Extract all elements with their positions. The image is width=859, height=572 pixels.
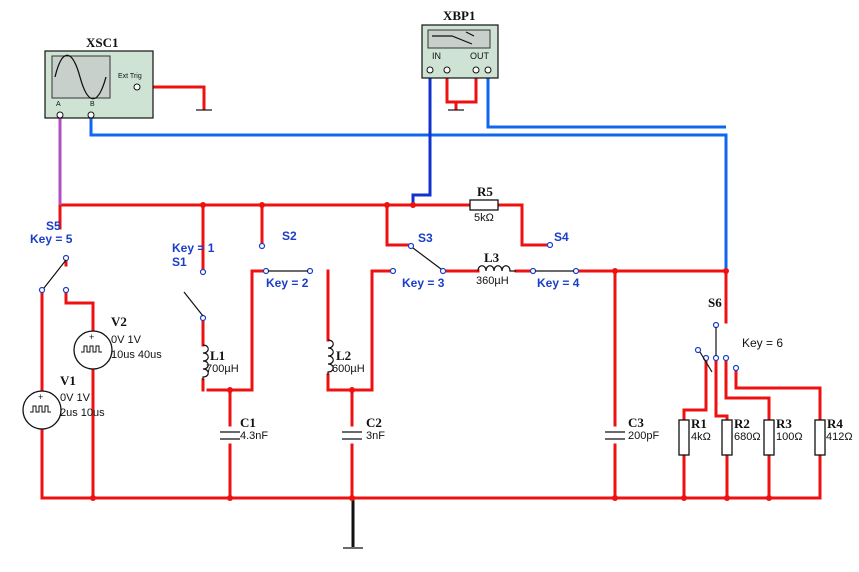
- switch-s2[interactable]: [258, 242, 314, 275]
- r1-name: R1: [691, 416, 707, 431]
- pulse-wave-icon: [81, 345, 102, 353]
- r4-name: R4: [827, 416, 843, 431]
- channel-b-label: B: [90, 101, 95, 108]
- junction-dots: [90, 202, 772, 501]
- bode-in-minus-terminal[interactable]: [443, 66, 451, 74]
- pulse-wave-icon: [30, 405, 51, 413]
- oscilloscope-name: XSC1: [86, 35, 119, 50]
- capacitor-c2[interactable]: [342, 431, 362, 440]
- v1-name: V1: [60, 373, 76, 388]
- c2-value: 3nF: [366, 430, 385, 442]
- ext-trig-terminal[interactable]: [133, 83, 141, 91]
- bode-curve-icon: [432, 31, 475, 45]
- c3-value: 200pF: [628, 430, 659, 442]
- c3-name: C3: [628, 415, 644, 430]
- s4-key: Key = 4: [537, 276, 580, 290]
- s4-name: S4: [554, 230, 569, 244]
- bode-in-plus-terminal[interactable]: [426, 66, 434, 74]
- s2-name: S2: [282, 229, 297, 243]
- capacitor-c3[interactable]: [605, 431, 625, 440]
- c1-name: C1: [240, 415, 256, 430]
- channel-b-terminal[interactable]: [87, 111, 95, 119]
- svg-text:+: +: [89, 332, 94, 342]
- r5-name: R5: [477, 184, 493, 199]
- l1-value: 700µH: [206, 363, 239, 375]
- s2-key: Key = 2: [266, 276, 309, 290]
- l2-name: L2: [336, 348, 351, 363]
- s6-name: S6: [708, 295, 722, 310]
- probe-wires: [58, 78, 728, 271]
- r5-value: 5kΩ: [474, 212, 494, 224]
- ext-trig-label: Ext Trig: [118, 73, 142, 80]
- channel-a-terminal[interactable]: [56, 111, 64, 119]
- r2-name: R2: [734, 416, 750, 431]
- bode-plotter-name: XBP1: [443, 8, 476, 23]
- s1-name: S1: [172, 255, 187, 269]
- switch-s3[interactable]: [389, 242, 447, 275]
- switch-s6[interactable]: [694, 321, 740, 373]
- inductor-l1[interactable]: [202, 344, 209, 380]
- switch-s1[interactable]: [183, 268, 207, 322]
- s1-key: Key = 1: [172, 241, 215, 255]
- s6-key: Key = 6: [742, 336, 783, 350]
- l3-name: L3: [484, 250, 500, 265]
- oscilloscope-xsc1[interactable]: Ext Trig A B: [44, 50, 154, 119]
- bode-plotter-xbp1[interactable]: IN OUT: [421, 24, 499, 79]
- capacitor-c1[interactable]: [220, 431, 240, 440]
- r1-value: 4kΩ: [691, 431, 711, 443]
- s3-key: Key = 3: [402, 276, 445, 290]
- s5-name: S5: [46, 219, 61, 233]
- pulse-source-v1[interactable]: +: [22, 390, 62, 430]
- l2-value: 600µH: [332, 363, 365, 375]
- bode-out-label: OUT: [470, 51, 490, 61]
- c1-value: 4.3nF: [240, 430, 268, 442]
- resistor-r3[interactable]: [763, 419, 775, 456]
- l3-value: 360µH: [476, 275, 509, 287]
- ground-symbol: [196, 109, 464, 549]
- v2-timing: 10us 40us: [111, 349, 162, 361]
- bode-out-minus-terminal[interactable]: [484, 66, 492, 74]
- pulse-source-v2[interactable]: +: [73, 330, 113, 370]
- bode-out-plus-terminal[interactable]: [472, 66, 480, 74]
- v2-levels: 0V 1V: [111, 334, 142, 346]
- resistor-r2[interactable]: [721, 419, 733, 456]
- resistor-r5[interactable]: [469, 199, 499, 211]
- channel-a-label: A: [56, 101, 61, 108]
- switch-s4[interactable]: [529, 241, 580, 275]
- resistor-r1[interactable]: [678, 419, 690, 456]
- l1-name: L1: [210, 348, 225, 363]
- s3-name: S3: [418, 231, 433, 245]
- r3-value: 100Ω: [776, 431, 803, 443]
- s5-key: Key = 5: [30, 232, 73, 246]
- switch-s5[interactable]: [38, 254, 70, 294]
- sine-wave-icon: [54, 54, 107, 100]
- inductor-l3[interactable]: [477, 265, 516, 272]
- v1-timing: 2us 10us: [60, 407, 105, 419]
- inductor-l2[interactable]: [327, 339, 334, 375]
- v2-name: V2: [111, 314, 127, 329]
- r4-value: 412Ω: [826, 431, 853, 443]
- resistor-r4[interactable]: [814, 419, 826, 456]
- svg-text:+: +: [38, 392, 43, 402]
- v1-levels: 0V 1V: [60, 392, 91, 404]
- r2-value: 680Ω: [734, 431, 761, 443]
- c2-name: C2: [366, 415, 382, 430]
- bode-in-label: IN: [432, 51, 441, 61]
- r3-name: R3: [776, 416, 792, 431]
